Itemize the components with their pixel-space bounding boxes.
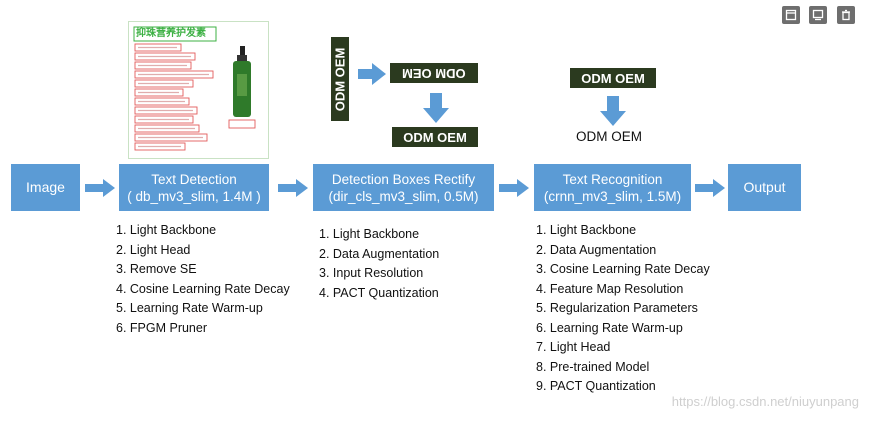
- stage-subtitle: (crnn_mv3_slim, 1.5M): [543, 188, 682, 204]
- list-item: 9. PACT Quantization: [536, 379, 656, 393]
- arrow-right-icon: [85, 179, 115, 197]
- image-input-box: Image: [11, 164, 80, 211]
- delete-button[interactable]: [837, 6, 855, 24]
- rectified-crop: ODM OEM: [392, 127, 478, 147]
- list-item: 4. Cosine Learning Rate Decay: [116, 281, 290, 296]
- arrow-down-icon: [600, 96, 626, 126]
- rotated-crop-text: ODM OEM: [332, 47, 348, 111]
- arrow-down-icon: [423, 93, 449, 123]
- stage-subtitle: ( db_mv3_slim, 1.4M ): [127, 188, 261, 204]
- text-detection-box: Text Detection ( db_mv3_slim, 1.4M ): [119, 164, 269, 211]
- stage-subtitle: (dir_cls_mv3_slim, 0.5M): [328, 188, 479, 204]
- list-item: 8. Pre-trained Model: [536, 359, 650, 374]
- detection-boxes-rectify-box: Detection Boxes Rectify (dir_cls_mv3_sli…: [313, 164, 494, 211]
- window-restore-icon: [785, 9, 797, 21]
- list-item: 3. Remove SE: [116, 262, 197, 276]
- text-recognition-strategies: 1. Light Backbone 2. Data Augmentation 3…: [536, 221, 710, 397]
- bottle-illustration: [233, 46, 251, 117]
- recognition-input-crop: ODM OEM: [570, 68, 656, 88]
- list-item: 1. Light Backbone: [116, 223, 217, 237]
- list-item: 1. Light Backbone: [536, 223, 637, 237]
- list-item: 6. Learning Rate Warm-up: [536, 320, 683, 335]
- list-item: 4. PACT Quantization: [319, 285, 439, 300]
- output-label: Output: [743, 179, 786, 195]
- arrow-right-icon: [499, 179, 529, 197]
- list-item: 6. FPGM Pruner: [116, 320, 207, 335]
- rectify-strategies: 1. Light Backbone 2. Data Augmentation 3…: [319, 225, 439, 303]
- list-item: 2. Data Augmentation: [536, 242, 657, 257]
- list-item: 7. Light Head: [536, 340, 611, 354]
- stage-title: Text Recognition: [562, 171, 663, 187]
- list-item: 5. Learning Rate Warm-up: [116, 301, 263, 315]
- list-item: 1. Light Backbone: [319, 227, 420, 241]
- flipped-crop: ODM OEM: [390, 63, 478, 83]
- flipped-crop-text: ODM OEM: [402, 65, 466, 81]
- detection-boxes-illustration: [133, 26, 256, 151]
- restore-button[interactable]: [782, 6, 800, 24]
- detection-example-image: 抑珠营养护发素: [128, 21, 269, 159]
- stage-title: Detection Boxes Rectify: [331, 171, 476, 187]
- text-recognition-box: Text Recognition (crnn_mv3_slim, 1.5M): [534, 164, 691, 211]
- list-item: 3. Input Resolution: [319, 266, 424, 280]
- input-label: Image: [26, 179, 65, 195]
- product-heading: 抑珠营养护发素: [136, 28, 206, 39]
- list-item: 2. Data Augmentation: [319, 246, 440, 261]
- recognition-result-text: ODM OEM: [576, 129, 642, 144]
- text-detection-strategies: 1. Light Backbone 2. Light Head 3. Remov…: [116, 221, 290, 338]
- stage-title: Text Detection: [151, 171, 237, 187]
- output-box: Output: [728, 164, 801, 211]
- list-item: 2. Light Head: [116, 242, 191, 257]
- rotated-crop: ODM OEM: [331, 37, 349, 121]
- trash-icon: [842, 9, 850, 21]
- arrow-right-icon: [358, 63, 386, 85]
- watermark: https://blog.csdn.net/niuyunpang: [671, 394, 859, 409]
- arrow-right-icon: [278, 179, 308, 197]
- list-item: 4. Feature Map Resolution: [536, 281, 684, 296]
- display-button[interactable]: [809, 6, 827, 24]
- list-item: 3. Cosine Learning Rate Decay: [536, 262, 710, 276]
- arrow-right-icon: [695, 179, 725, 197]
- monitor-icon: [812, 9, 824, 21]
- list-item: 5. Regularization Parameters: [536, 301, 698, 315]
